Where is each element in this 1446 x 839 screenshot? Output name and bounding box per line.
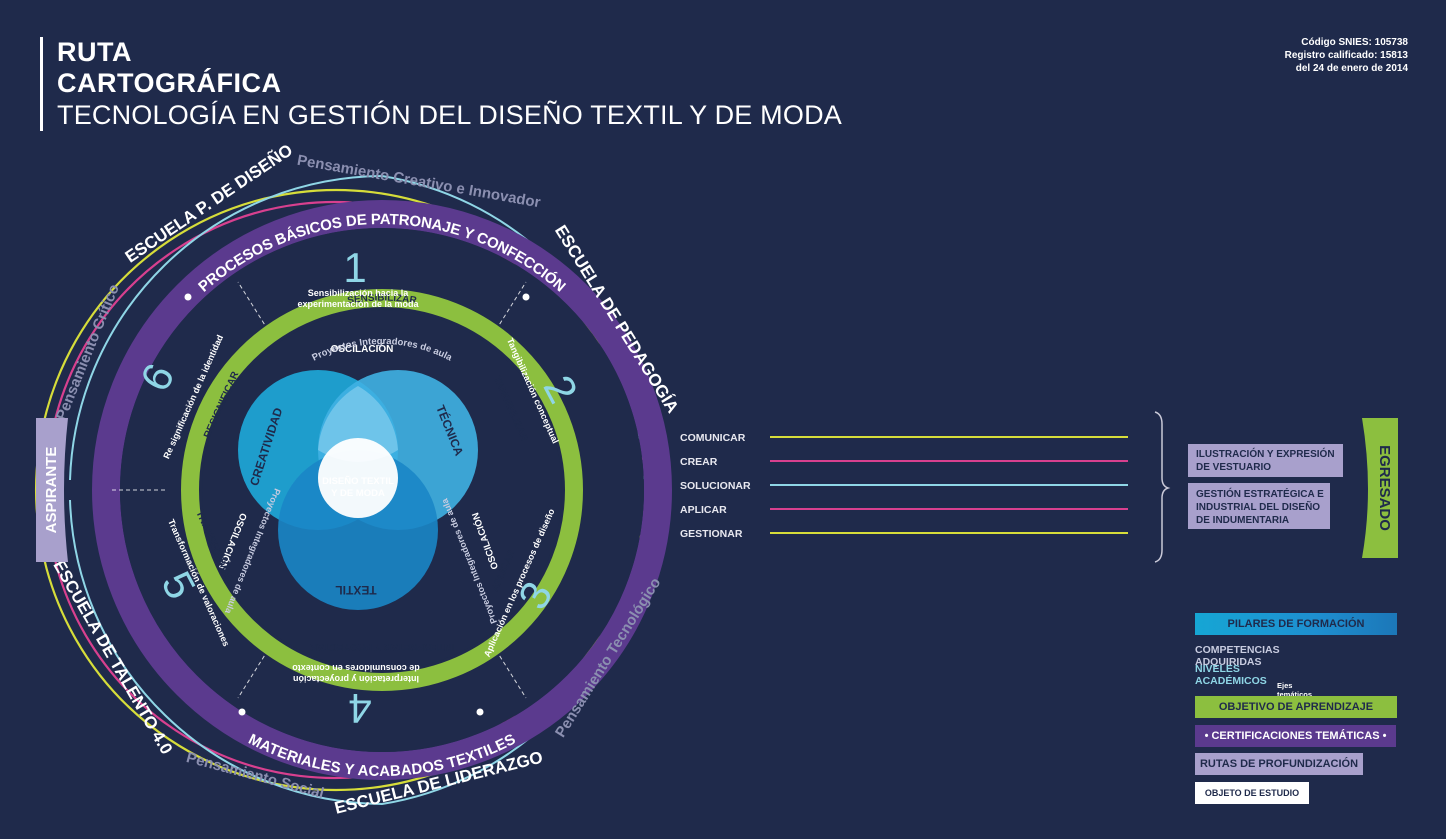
semester-text-1a: Sensibilización hacia la — [308, 288, 410, 298]
svg-text:SENSIBILIZAR: SENSIBILIZAR — [347, 293, 419, 307]
legend-competencies: COMPETENCIAS ADQUIRIDAS — [1195, 644, 1280, 668]
legend-routes: RUTAS DE PROFUNDIZACIÓN — [1195, 753, 1363, 775]
legend-objective: OBJETIVO DE APRENDIZAJE — [1195, 696, 1397, 718]
semester-text-1b: experimentación de la moda — [297, 299, 419, 309]
brace — [1154, 411, 1171, 563]
route-box-illustration — [1188, 444, 1343, 477]
oscillation-top-title: OSCILACIÓN — [331, 342, 394, 355]
route-1-line1: ILUSTRACIÓN Y EXPRESIÓN — [1196, 447, 1335, 460]
semester-number-4: 4 — [348, 685, 371, 732]
route-box-management — [1188, 483, 1330, 529]
green-label-interpretar: INTERPRETAR Y PROYECTAR — [309, 641, 454, 652]
competency-crear: CREAR — [680, 456, 718, 468]
competency-comunicar: COMUNICAR — [680, 432, 746, 444]
venn-center-line2: Y DE MODA — [331, 488, 385, 499]
legend-certifications: • CERTIFICACIONES TEMÁTICAS • — [1195, 725, 1396, 747]
legend-routes-label: RUTAS DE PROFUNDIZACIÓN — [1199, 758, 1359, 770]
route-2-line1: GESTIÓN ESTRATÉGICA E — [1196, 487, 1324, 500]
learning-objective-ring — [181, 289, 583, 691]
egresado-tab — [1362, 418, 1398, 558]
venn-center-line1: DISEÑO TEXTIL — [322, 476, 394, 487]
header: RUTA CARTOGRÁFICA TECNOLOGÍA EN GESTIÓN … — [40, 37, 842, 131]
semester-number-1: 1 — [343, 244, 366, 291]
venn-label-textil: TEXTIL — [335, 583, 376, 597]
competency-gestionar: GESTIONAR — [680, 528, 743, 540]
legend-pillars-label: PILARES DE FORMACIÓN — [1227, 618, 1365, 630]
cert-dot — [476, 708, 484, 716]
route-1-line2: DE VESTUARIO — [1196, 462, 1271, 473]
legend-object: OBJETO DE ESTUDIO — [1195, 782, 1309, 804]
competency-solucionar: SOLUCIONAR — [680, 480, 751, 492]
venn-center — [318, 438, 398, 518]
route-2-line3: DE INDUMENTARIA — [1196, 515, 1289, 526]
legend-objective-label: OBJETIVO DE APRENDIZAJE — [1218, 701, 1374, 713]
registry-date: del 24 de enero de 2014 — [1295, 63, 1408, 74]
venn-textil — [278, 450, 438, 610]
cert-dot — [184, 293, 192, 301]
legend-pillars: PILARES DE FORMACIÓN — [1195, 613, 1397, 635]
title-line-1: RUTA — [57, 37, 132, 67]
semester-text-4b: de consumidores en contexto — [292, 663, 420, 673]
competency-aplicar: APLICAR — [680, 504, 727, 516]
green-label-sensibilizar: SENSIBILIZAR — [347, 293, 419, 307]
competencies: COMUNICAR CREAR SOLUCIONAR APLICAR GESTI… — [680, 432, 1128, 540]
title-line-2: CARTOGRÁFICA — [57, 68, 282, 98]
aspirante-tab — [36, 418, 68, 562]
cert-dot — [238, 708, 246, 716]
semester-text-4a: Interpretación y proyectación — [293, 674, 419, 684]
page-subtitle: TECNOLOGÍA EN GESTIÓN DEL DISEÑO TEXTIL … — [57, 100, 842, 130]
legend-levels: NIVELES ACADÉMICOS — [1195, 663, 1267, 687]
route-2-line2: INDUSTRIAL DEL DISEÑO — [1196, 500, 1320, 513]
semester-dividers — [112, 281, 527, 699]
certification-ring — [92, 200, 672, 780]
snies-code: Código SNIES: 105738 — [1301, 37, 1408, 48]
venn-diagram — [238, 370, 478, 610]
legend-certifications-label: • CERTIFICACIONES TEMÁTICAS • — [1204, 730, 1387, 742]
cert-dot — [522, 293, 530, 301]
aspirante-label: ASPIRANTE — [43, 447, 60, 534]
egresado-label: EGRESADO — [1376, 445, 1393, 531]
legend-object-label: OBJETO DE ESTUDIO — [1204, 788, 1300, 798]
registry-number: Registro calificado: 15813 — [1284, 50, 1408, 61]
registry-info: Código SNIES: 105738 Registro calificado… — [1285, 36, 1408, 75]
